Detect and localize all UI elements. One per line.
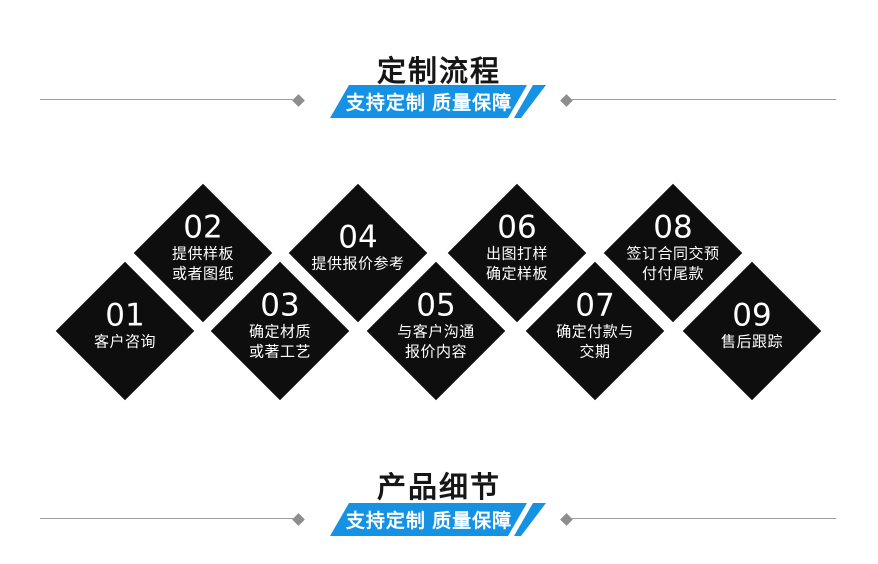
section-title-details: 产品细节	[376, 472, 501, 504]
step-number: 09	[732, 297, 772, 334]
step-label: 与客户沟通	[397, 323, 475, 341]
banner-details: 支持定制 质量保障	[330, 503, 546, 536]
divider-line	[40, 518, 293, 519]
diamond-endpoint-icon	[560, 94, 573, 107]
step-number: 08	[653, 209, 693, 246]
step-number: 04	[338, 219, 378, 256]
step-label: 或著工艺	[248, 343, 311, 361]
divider-line	[572, 99, 836, 100]
divider-line	[572, 518, 836, 519]
step-number: 07	[575, 287, 615, 324]
diamond-endpoint-icon	[560, 513, 573, 526]
step-label: 提供报价参考	[311, 255, 405, 273]
banner-slogan: 支持定制 质量保障	[345, 511, 513, 532]
banner-slogan: 支持定制 质量保障	[345, 93, 513, 114]
diamond-endpoint-icon	[292, 94, 305, 107]
step-label: 付付尾款	[641, 265, 704, 283]
step-number: 02	[183, 209, 223, 246]
step-number: 06	[497, 209, 537, 246]
diamond-endpoint-icon	[292, 513, 305, 526]
step-label: 确定材质	[248, 323, 311, 341]
step-label: 交期	[579, 343, 611, 361]
step-label: 提供样板	[171, 245, 234, 263]
step-number: 01	[105, 297, 145, 334]
banner-shape	[330, 85, 527, 118]
banner-shape	[330, 503, 527, 536]
step-label: 签订合同交预	[626, 245, 720, 263]
step-number: 05	[416, 287, 456, 324]
step-label: 出图打样	[485, 245, 548, 263]
banner-process: 支持定制 质量保障	[330, 85, 546, 118]
step-label: 客户咨询	[93, 333, 156, 351]
divider-line	[40, 99, 293, 100]
step-label: 报价内容	[404, 343, 467, 361]
step-label: 确定样板	[485, 265, 548, 283]
section-title-process: 定制流程	[376, 56, 501, 88]
step-label: 或者图纸	[171, 265, 234, 283]
step-label: 确定付款与	[556, 323, 634, 341]
step-number: 03	[260, 287, 300, 324]
step-label: 售后跟踪	[720, 333, 783, 351]
